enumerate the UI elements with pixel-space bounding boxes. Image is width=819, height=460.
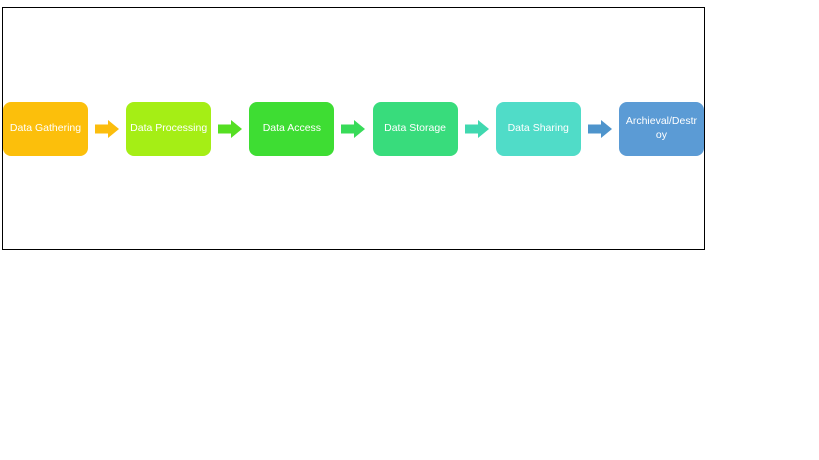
flow-step-label: Archieval/Destroy [625, 114, 698, 141]
right-arrow-icon [587, 119, 612, 138]
flow-step-data-access: Data Access [249, 101, 335, 156]
flow-step-label: Data Gathering [9, 121, 82, 134]
right-arrow-icon [341, 119, 366, 138]
right-arrow-icon [95, 119, 120, 138]
flow-step-data-gathering: Data Gathering [3, 101, 88, 156]
flow-step-data-sharing: Data Sharing [495, 101, 581, 156]
right-arrow-icon [464, 119, 489, 138]
right-arrow-shape [587, 119, 612, 138]
flow-step-data-processing: Data Processing [126, 101, 212, 156]
right-arrow-shape [341, 119, 366, 138]
diagram-frame: Data Gathering Data Processing Data Acce… [2, 7, 705, 250]
flow-step-data-storage: Data Storage [372, 101, 458, 156]
right-arrow-shape [95, 119, 120, 138]
flow-step-label: Data Storage [384, 121, 446, 134]
right-arrow-icon [218, 119, 243, 138]
flow-step-archieval-destroy: Archieval/Destroy [618, 101, 704, 156]
right-arrow-shape [464, 119, 489, 138]
flow-step-label: Data Access [262, 121, 322, 134]
flow-step-label: Data Processing [130, 121, 208, 134]
right-arrow-shape [218, 119, 243, 138]
flow-step-label: Data Sharing [507, 121, 569, 134]
